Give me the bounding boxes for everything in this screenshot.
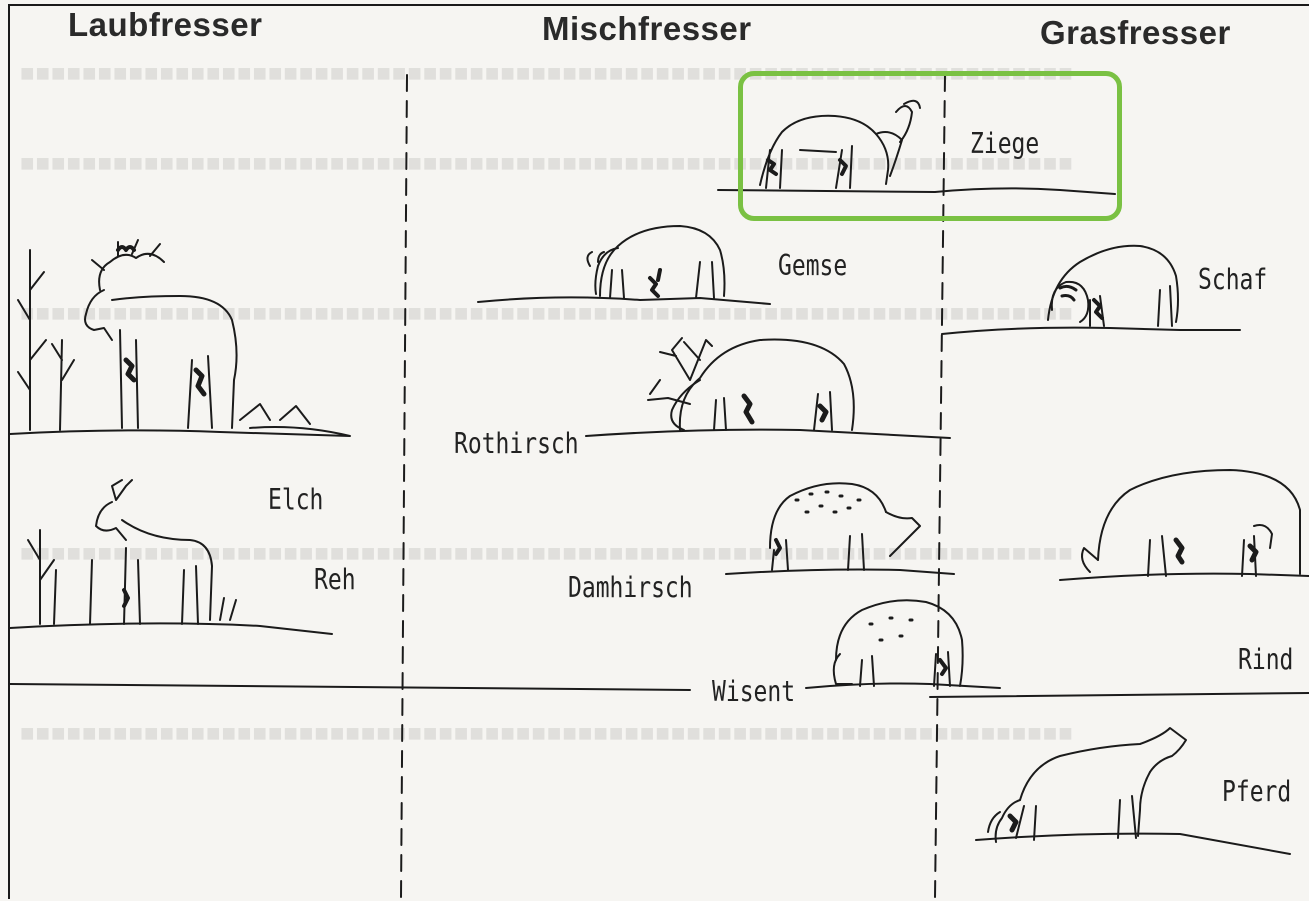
reh-drawing [9,479,333,635]
label-rothirsch: Rothirsch [454,428,579,461]
elch-drawing [9,239,351,437]
separator-line-right [929,692,1309,698]
schaf-drawing [941,244,1241,335]
heading-mischfresser: Mischfresser [542,10,752,47]
divider-right [934,74,946,899]
label-pferd: Pferd [1222,776,1292,809]
label-gemse: Gemse [778,250,848,283]
label-wisent: Wisent [712,676,796,709]
ziege-highlight-box [738,71,1122,221]
label-damhirsch: Damhirsch [568,572,693,605]
damhirsch-drawing [725,482,955,575]
rothirsch-drawing [585,337,951,439]
scan-border [8,4,1309,899]
separator-line [9,683,691,691]
label-schaf: Schaf [1198,264,1268,297]
pferd-drawing [975,727,1291,855]
label-rind: Rind [1238,644,1294,677]
heading-grasfresser: Grasfresser [1040,14,1231,51]
label-ziege: Ziege [970,128,1040,161]
ziege-drawing [717,99,1116,195]
heading-laubfresser: Laubfresser [68,6,263,43]
rind-drawing [1059,469,1309,581]
wisent-drawing [805,599,1001,689]
label-reh: Reh [314,564,356,597]
gemse-drawing [477,225,771,305]
divider-left [400,74,408,899]
label-elch: Elch [268,484,324,517]
